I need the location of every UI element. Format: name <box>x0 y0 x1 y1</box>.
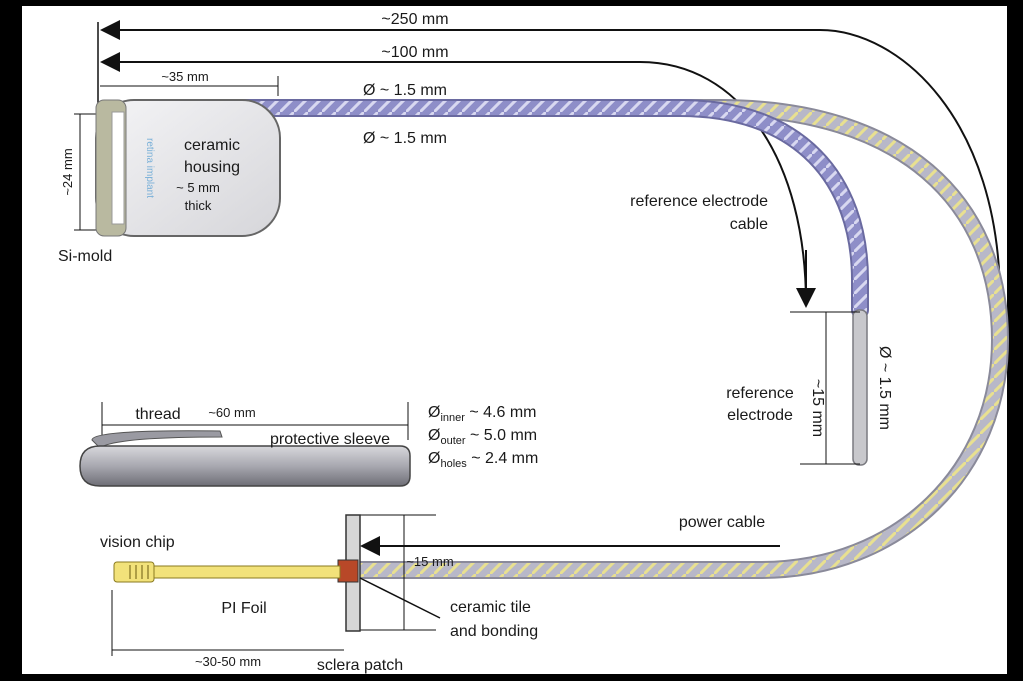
ref-cable-label-2: cable <box>730 216 768 233</box>
power-cable-outline <box>261 99 1010 579</box>
pi-foil-label: PI Foil <box>221 600 266 617</box>
housing-label-3: ~ 5 mm <box>176 180 220 195</box>
len-100-label: ~100 mm <box>381 44 448 61</box>
tile-label-1: ceramic tile <box>450 599 531 616</box>
tile-leader-line <box>359 577 441 619</box>
len-250-label: ~250 mm <box>381 11 448 28</box>
tile-label-2: and bonding <box>450 623 538 640</box>
implant-text: retina implant <box>144 138 155 198</box>
sclera-patch-label: sclera patch <box>317 657 403 674</box>
thread-label: thread <box>135 406 180 423</box>
len-15-patch-label: ~15 mm <box>406 554 453 569</box>
ref-electrode-label-1: reference <box>726 385 794 402</box>
housing-label-2: housing <box>184 159 240 176</box>
len-60-label: ~60 mm <box>208 405 255 420</box>
d-holes-label: Øholes ~ 2.4 mm <box>428 450 538 470</box>
power-cable <box>263 101 1008 577</box>
dia-top-label: Ø ~ 1.5 mm <box>363 82 447 99</box>
thread <box>91 430 223 449</box>
ref-electrode-label-2: electrode <box>727 407 793 424</box>
ref-cable-label-1: reference electrode <box>630 193 768 210</box>
protective-sleeve <box>79 445 411 487</box>
housing-label-1: ceramic <box>184 137 240 154</box>
dia-vertical-label: Ø ~ 1.5 mm <box>876 346 893 430</box>
housing-label-4: thick <box>185 198 212 213</box>
len-35-label: ~35 mm <box>161 69 208 84</box>
vision-chip-label: vision chip <box>100 534 175 551</box>
reference-electrode <box>852 309 868 466</box>
dim-250-arrow <box>100 20 1001 301</box>
vision-chip <box>113 561 155 583</box>
reference-electrode-cable <box>213 101 867 317</box>
height-24-label: ~24 mm <box>60 148 75 195</box>
dia-bottom-label: Ø ~ 1.5 mm <box>363 130 447 147</box>
len-30-50-label: ~30-50 mm <box>195 654 261 669</box>
si-mold-label: Si-mold <box>58 248 112 265</box>
protective-sleeve-label: protective sleeve <box>270 431 390 448</box>
ceramic-tile <box>337 559 359 583</box>
d-inner-label: Øinner ~ 4.6 mm <box>428 404 537 424</box>
power-cable-label: power cable <box>679 514 765 531</box>
d-outer-label: Øouter ~ 5.0 mm <box>428 427 537 447</box>
len-15-ref-label: ~15 mm <box>809 379 826 437</box>
